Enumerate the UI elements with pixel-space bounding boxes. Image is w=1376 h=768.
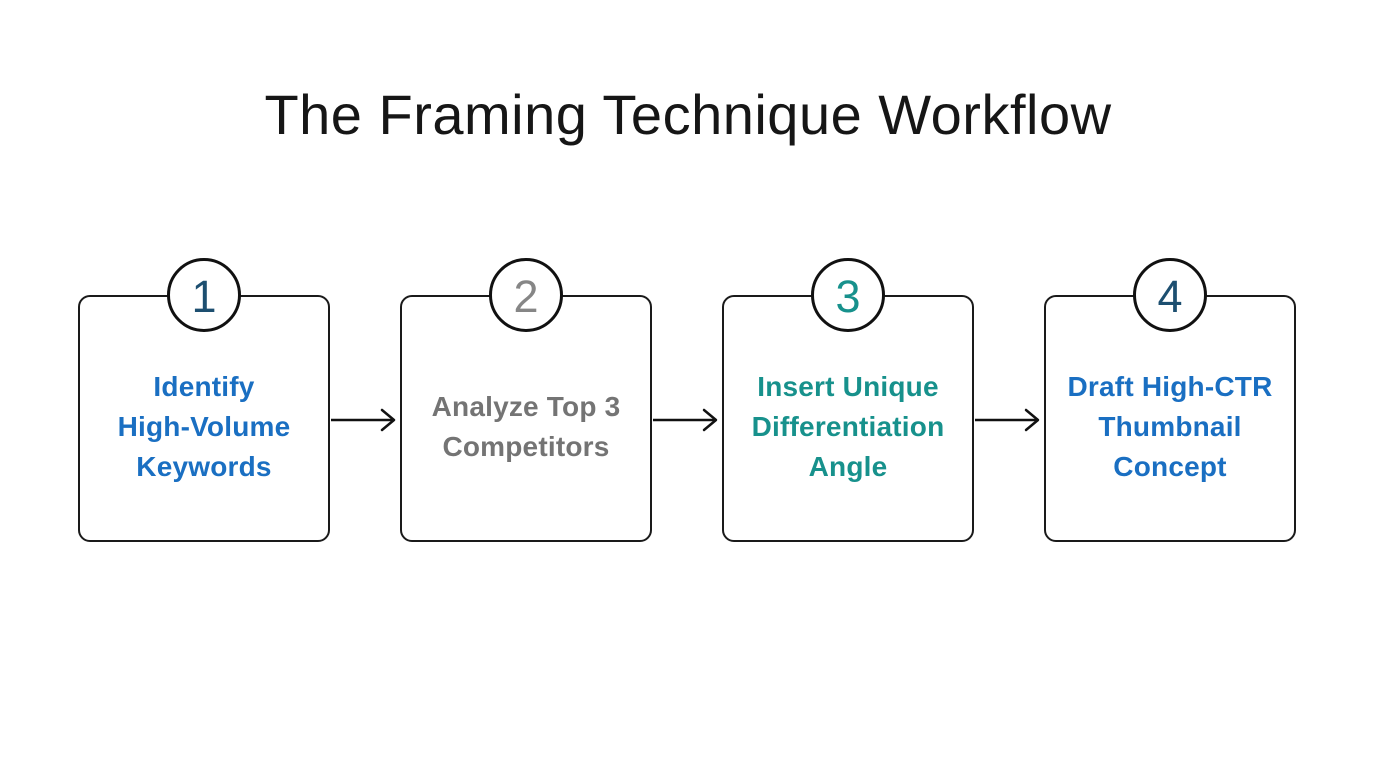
step-number-1: 1 xyxy=(191,270,217,322)
step-label-line: Differentiation xyxy=(751,410,945,442)
step-box-1: 1 Identify High-Volume Keywords xyxy=(78,258,330,542)
right-arrow-icon xyxy=(975,408,1040,432)
step-number-badge-3: 3 xyxy=(811,258,885,332)
step-label-4: Draft High-CTR Thumbnail Concept xyxy=(1046,297,1294,540)
step-number-2: 2 xyxy=(513,270,539,322)
step-label-line: High-Volume xyxy=(117,410,291,442)
step-box-2: 2 Analyze Top 3 Competitors xyxy=(400,258,652,542)
step-label-line: Angle xyxy=(808,450,888,482)
right-arrow-icon xyxy=(653,408,718,432)
step-label-line: Thumbnail xyxy=(1098,410,1242,442)
step-number-3: 3 xyxy=(835,270,861,322)
step-box-4: 4 Draft High-CTR Thumbnail Concept xyxy=(1044,258,1296,542)
page-title: The Framing Technique Workflow xyxy=(264,83,1112,146)
step-label-line: Concept xyxy=(1113,450,1227,482)
step-number-4: 4 xyxy=(1157,270,1183,322)
step-label-line: Competitors xyxy=(442,430,610,462)
step-label-line: Analyze Top 3 xyxy=(431,390,621,422)
step-label-2: Analyze Top 3 Competitors xyxy=(402,297,650,540)
step-number-badge-1: 1 xyxy=(167,258,241,332)
step-label-line: Insert Unique xyxy=(757,370,939,402)
right-arrow-icon xyxy=(331,408,396,432)
step-label-line: Identify xyxy=(153,370,255,402)
step-label-1: Identify High-Volume Keywords xyxy=(80,297,328,540)
step-number-badge-2: 2 xyxy=(489,258,563,332)
step-box-3: 3 Insert Unique Differentiation Angle xyxy=(722,258,974,542)
step-label-3: Insert Unique Differentiation Angle xyxy=(724,297,972,540)
step-label-line: Keywords xyxy=(136,450,272,482)
step-number-badge-4: 4 xyxy=(1133,258,1207,332)
step-label-line: Draft High-CTR xyxy=(1067,370,1273,402)
